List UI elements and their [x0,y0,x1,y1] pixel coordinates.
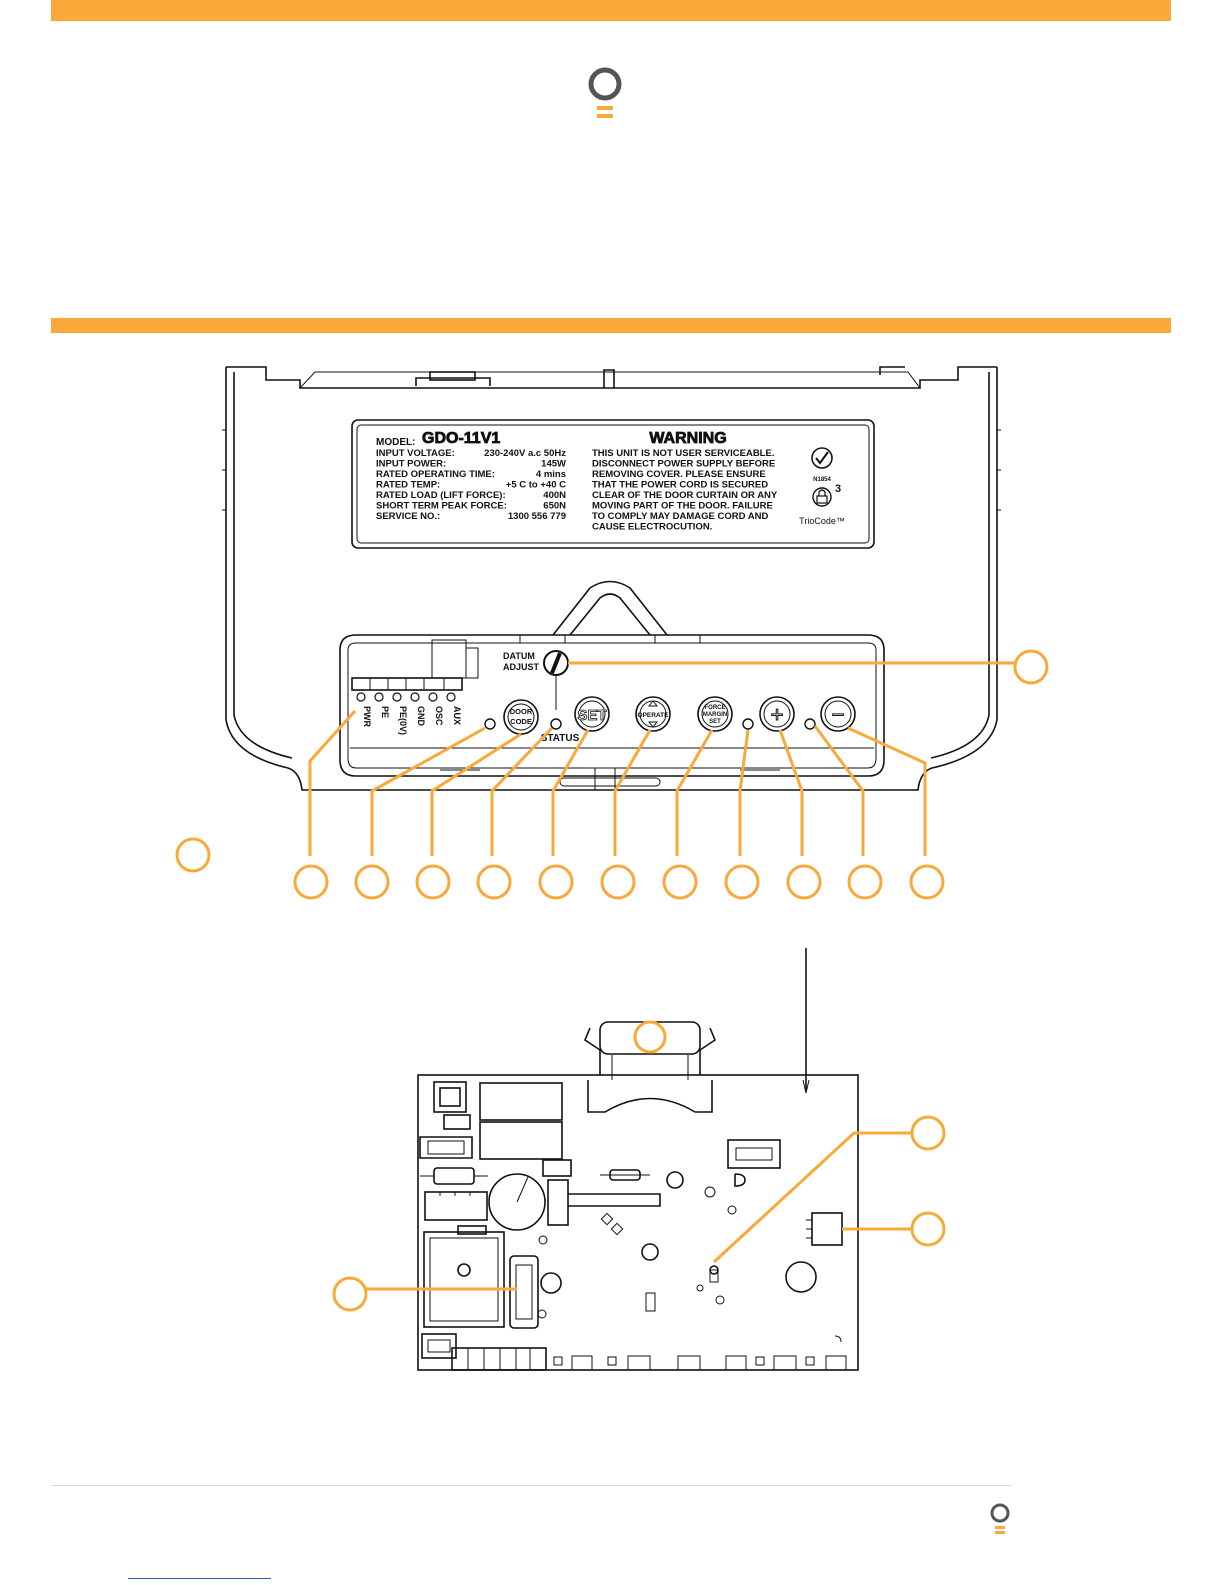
spec-value: 1300 556 779 [508,511,566,522]
terminal-labels: PWR PE PE(0V) GND OSC AUX [362,706,462,735]
callout-marker [175,837,211,873]
datum-label-2: ADJUST [503,662,540,672]
model-value: GDO-11V1 [422,430,500,447]
terminal-pin [428,692,438,702]
footer-divider [51,1485,1011,1486]
triocode-label: TrioCode™ [799,516,845,526]
warning-title: WARNING [649,430,726,447]
callout-lines-lower [365,1131,912,1291]
spec-key: INPUT POWER: [376,459,446,470]
set-label: SET [577,707,606,724]
spec-value: +5 C to +40 C [506,480,566,491]
warning-line: THIS UNIT IS NOT USER SERVICEABLE. [592,448,774,459]
set-button[interactable]: SET [574,696,610,732]
footer-logo-icon [990,1503,1010,1534]
cert-code: N1854 [813,477,831,483]
warning-line: DISCONNECT POWER SUPPLY BEFORE [592,459,775,470]
warning-line: MOVING PART OF THE DOOR. FAILURE [592,501,773,512]
datum-adjust-screw-icon[interactable] [543,650,569,676]
force-label-2: MARGIN [703,712,727,718]
callout-marker [910,1211,946,1247]
triocode-lock-icon [812,487,832,507]
door-code-label-2: CODE [510,717,532,726]
callout-marker [538,864,574,900]
spec-value: 145W [541,459,566,470]
led-force [742,718,754,730]
spec-key: RATED OPERATING TIME: [376,469,495,480]
force-label-1: FORCE [705,705,726,711]
terminal-label: AUX [452,706,462,725]
warning-line: CLEAR OF THE DOOR CURTAIN OR ANY [592,490,778,501]
plus-button[interactable]: + [759,696,795,732]
header-bar-top [51,0,1171,21]
operate-label: OPERATE [638,712,670,719]
operate-button[interactable]: OPERATE [635,696,671,732]
spec-key: INPUT VOLTAGE: [376,448,455,459]
door-code-label-1: DOOR [510,707,533,716]
spec-key: RATED LOAD (LIFT FORCE): [376,490,506,501]
callout-marker [662,864,698,900]
footer-link-underline[interactable] [128,1578,271,1579]
spec-key: SERVICE NO.: [376,511,440,522]
callout-marker [600,864,636,900]
terminal-label: OSC [434,706,444,726]
callout-lines-upper [308,661,1018,856]
terminal-pin [410,692,420,702]
brand-logo-icon [588,67,622,118]
led-door-code [484,718,496,730]
callout-marker [332,1276,368,1312]
callout-marker [293,864,329,900]
callout-marker [910,1115,946,1151]
minus-label: − [832,702,845,727]
callout-marker [909,864,945,900]
terminal-pins [356,692,456,702]
terminal-pin [356,692,366,702]
terminal-label: PWR [362,706,372,727]
spec-key: SHORT TERM PEAK FORCE: [376,501,507,512]
model-key: MODEL: [376,437,415,448]
terminal-pin [392,692,402,702]
force-label-3: SET [709,719,721,725]
callout-marker [476,864,512,900]
status-label: STATUS [541,733,580,744]
plus-label: + [771,702,784,727]
datum-label-1: DATUM [503,651,535,661]
spec-value: 650N [543,501,566,512]
callout-markers-lower [332,1020,946,1312]
force-margin-set-button[interactable]: FORCE MARGIN SET [697,696,733,732]
callout-marker [415,864,451,900]
triocode-sup: 3 [835,483,841,495]
terminal-pin [374,692,384,702]
callout-marker [786,864,822,900]
callout-marker [1013,649,1049,685]
warning-line: THAT THE POWER CORD IS SECURED [592,480,768,491]
terminal-label: GND [416,706,426,727]
callout-marker [354,864,390,900]
callout-marker [724,864,760,900]
callout-marker [633,1020,667,1054]
warning-line: REMOVING COVER. PLEASE ENSURE [592,469,766,480]
terminal-label: PE [380,706,390,718]
terminal-label: PE(0V) [398,706,408,735]
warning-line: CAUSE ELECTROCUTION. [592,522,712,533]
spec-value: 400N [543,490,566,501]
led-status [550,718,562,730]
spec-value: 230-240V a.c 50Hz [484,448,566,459]
opener-housing [222,366,1001,791]
terminal-pin [446,692,456,702]
minus-button[interactable]: − [820,696,856,732]
callout-markers-upper [175,649,1049,900]
door-code-button[interactable]: DOOR CODE [503,699,539,735]
warning-rows: THIS UNIT IS NOT USER SERVICEABLE.DISCON… [592,448,778,533]
warning-line: TO COMPLY MAY DAMAGE CORD AND [592,511,768,522]
header-bar-mid [51,318,1171,333]
led-minus [804,718,816,730]
spec-value: 4 mins [536,469,566,480]
compliance-mark-icon [811,447,833,469]
callout-marker [847,864,883,900]
circuit-board [417,948,859,1371]
spec-key: RATED TEMP: [376,480,440,491]
